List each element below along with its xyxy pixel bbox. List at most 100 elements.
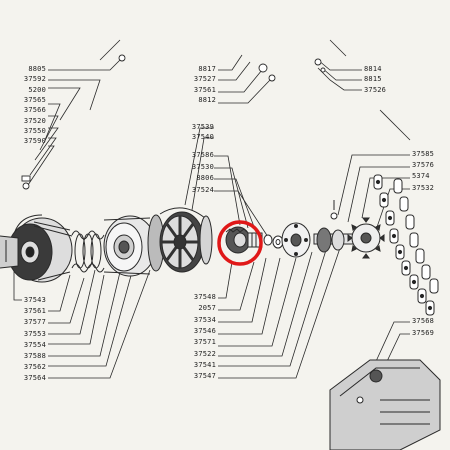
part-number-label: 37571 <box>193 338 216 347</box>
part-number-label: 37526 <box>364 85 387 94</box>
leader-line <box>337 154 410 216</box>
chain-link <box>393 178 403 194</box>
chain-link <box>405 214 415 230</box>
leader-line <box>214 190 271 241</box>
part-number-label: 37576 <box>412 161 435 170</box>
chain-link <box>409 232 419 248</box>
leader-line <box>214 178 257 233</box>
part-number-label: 37541 <box>193 360 216 369</box>
part-number-label: 37522 <box>193 349 216 358</box>
leader-line <box>39 115 59 151</box>
part-number-label: 37590 <box>23 137 46 146</box>
part-number-label: 37568 <box>412 317 435 325</box>
fitting-group-upper-center <box>258 58 326 82</box>
leader-line <box>375 188 410 231</box>
part-number-label: 37547 <box>193 372 216 381</box>
leader-line <box>191 137 214 211</box>
leader-line <box>317 67 362 91</box>
leader-line <box>29 137 57 176</box>
part-number-label: 37532 <box>412 183 435 192</box>
part-number-label: 37527 <box>193 75 216 84</box>
leader-line <box>48 269 151 379</box>
chain-pin <box>375 179 381 185</box>
part-number-label: 37586 <box>191 151 214 159</box>
part-number-label: 37520 <box>23 116 46 125</box>
part-number-label: 37585 <box>412 150 435 158</box>
leader-line <box>218 257 281 335</box>
leader-line <box>214 167 249 229</box>
part-number-label: 37540 <box>191 133 214 142</box>
leader-line <box>361 177 410 219</box>
gear-part-8806 <box>225 226 273 254</box>
leader-line <box>218 247 341 379</box>
part-number-label: 5374 <box>412 172 430 181</box>
part-number-label: 8805 <box>28 65 46 73</box>
leader-line <box>48 274 71 312</box>
leader-line <box>218 54 243 71</box>
leader-line <box>48 271 121 357</box>
part-number-label: 37592 <box>23 75 46 84</box>
part-number-label: 37543 <box>23 296 46 304</box>
leader-line <box>317 59 362 71</box>
leader-line <box>218 257 267 323</box>
highlight-circle <box>217 220 263 266</box>
part-number-label: 37548 <box>193 293 216 301</box>
leader-line <box>48 271 133 367</box>
leader-line <box>218 79 271 104</box>
leader-line <box>218 257 297 347</box>
fitting-group-upper-left <box>21 54 126 190</box>
part-number-label: 8815 <box>364 75 382 84</box>
part-number-label: 37554 <box>23 340 46 349</box>
leader-line <box>371 321 410 371</box>
part-number-label: 8817 <box>198 65 216 73</box>
part-number-label: 37534 <box>193 315 216 324</box>
chain-pin <box>411 279 417 285</box>
flange-plate <box>281 222 311 258</box>
part-number-label: 8812 <box>198 95 216 104</box>
chain-link <box>399 196 409 212</box>
leader-line <box>347 166 410 223</box>
part-number-label: 37524 <box>191 185 214 194</box>
leader-line <box>321 67 362 81</box>
part-number-label: 8806 <box>196 174 214 182</box>
center-pulley <box>103 214 165 277</box>
chain-pin <box>403 265 409 271</box>
part-number-label: 37562 <box>23 363 46 372</box>
leader-line <box>218 249 327 367</box>
chain-pin <box>427 305 433 311</box>
part-number-label: 2057 <box>198 304 216 313</box>
leader-line <box>218 69 263 93</box>
leader-line <box>184 127 214 206</box>
leader-line <box>27 145 55 186</box>
leader-line <box>34 127 59 161</box>
leader-line <box>48 274 105 345</box>
leader-line <box>218 261 233 299</box>
part-number-label: 37569 <box>412 328 435 337</box>
leader-line <box>48 59 121 71</box>
spring-left <box>71 230 105 273</box>
leader-line <box>218 251 313 357</box>
part-number-label: 8814 <box>364 65 382 73</box>
chain-link <box>421 264 431 280</box>
sprocket <box>347 217 385 259</box>
chain-pin <box>381 197 387 203</box>
part-number-label: 37564 <box>23 374 46 383</box>
chain-pin <box>391 233 397 239</box>
spoke-wheel <box>159 207 213 273</box>
leader-line <box>48 79 101 111</box>
leader-line <box>48 277 85 324</box>
leader-line <box>44 103 61 141</box>
part-number-label: 37550 <box>23 126 46 135</box>
shaft-bearing <box>313 200 355 253</box>
chain-link <box>429 278 439 294</box>
leader-line <box>214 155 241 226</box>
leader-line <box>48 269 96 335</box>
part-number-label: 5200 <box>28 85 46 94</box>
leader-line <box>13 262 22 301</box>
part-number-label: 37539 <box>191 123 214 131</box>
part-number-label: 37565 <box>23 95 46 104</box>
part-number-label: 37553 <box>23 329 46 338</box>
part-number-label: 37566 <box>23 106 46 115</box>
chain-pin <box>387 215 393 221</box>
